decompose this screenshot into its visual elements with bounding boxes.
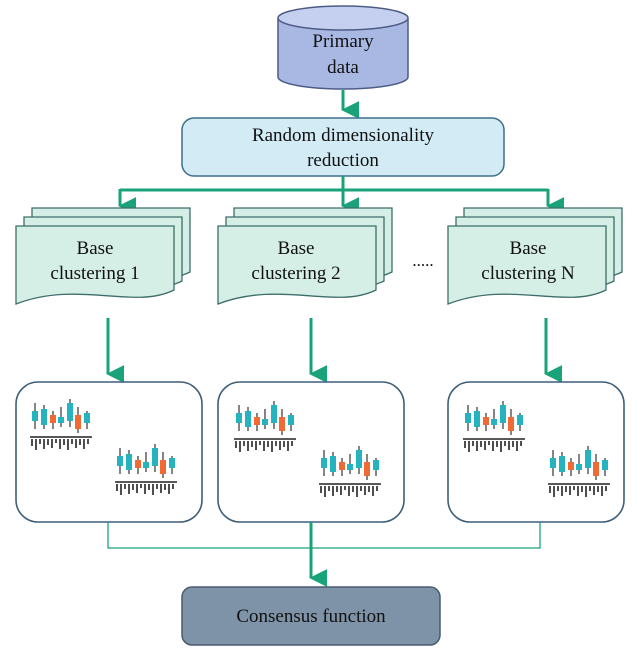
base-n-label-line2: clustering N	[481, 263, 575, 284]
base-clustering-n: Base clustering N	[447, 207, 623, 305]
merge-connector	[107, 522, 541, 587]
base-clustering-1: Base clustering 1	[15, 207, 191, 305]
reduction-label-line2: reduction	[307, 150, 379, 171]
reduction-label-line1: Random dimensionality	[252, 125, 435, 146]
ellipsis-label: .....	[412, 251, 433, 270]
base-n-label-line1: Base	[510, 238, 547, 259]
result-box-n	[447, 381, 625, 523]
arrows-to-results	[106, 318, 563, 383]
result-box-1	[15, 381, 203, 523]
base-1-label-line1: Base	[77, 238, 114, 259]
primary-data-label-line2: data	[327, 57, 359, 78]
base-1-label-line2: clustering 1	[50, 263, 139, 284]
result-box-2	[217, 381, 405, 523]
base-2-label-line1: Base	[278, 238, 315, 259]
primary-data-node: Primary data	[277, 5, 409, 90]
primary-data-label-line1: Primary	[312, 31, 374, 52]
base-2-label-line2: clustering 2	[251, 263, 340, 284]
branch-connector	[118, 176, 565, 215]
base-clustering-2: Base clustering 2	[217, 207, 393, 305]
reduction-node: Random dimensionality reduction	[181, 117, 505, 177]
consensus-node: Consensus function	[181, 586, 441, 646]
consensus-label: Consensus function	[236, 606, 386, 627]
